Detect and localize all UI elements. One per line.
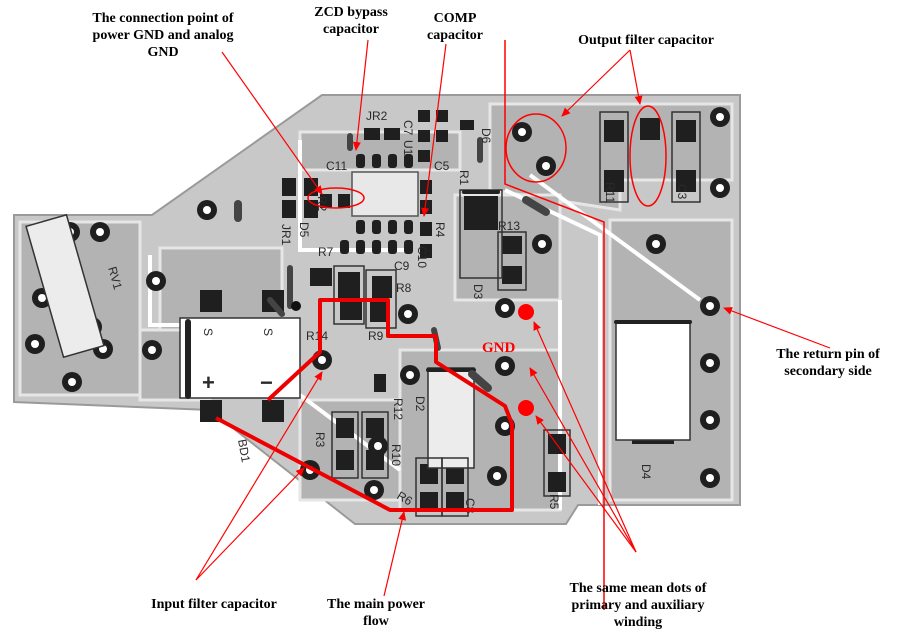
highlight-ellipses	[307, 105, 667, 209]
annotation-connection-point-line-1: The connection point of	[92, 11, 234, 26]
annotation-connection-point-line-3: GND	[147, 45, 179, 60]
silk-d3: D3	[471, 284, 485, 300]
silk-c9: C9	[394, 259, 410, 273]
annotation-zcd-bypass: ZCD bypass capacitor	[296, 4, 406, 38]
component-outlines	[25, 111, 701, 517]
annotation-comp-line-2: capacitor	[427, 28, 483, 43]
annotation-comp-capacitor: COMP capacitor	[410, 10, 500, 44]
silkscreen-labels: JR2 C7 U1 D6 C11 R1 C5 R2 D5 JR1 R4 C10 …	[105, 109, 689, 514]
ic-pins	[340, 154, 413, 254]
silk-d6: D6	[479, 128, 493, 144]
annotation-output-filter-line: Output filter capacitor	[578, 33, 714, 48]
annotation-zcd-line-1: ZCD bypass	[314, 5, 388, 20]
silk-d5: D5	[297, 222, 311, 238]
silk-c5: C5	[434, 159, 450, 173]
silk-plus: +	[202, 370, 215, 395]
annotation-connection-point-line-2: power GND and analog	[92, 28, 234, 43]
annotation-connection-point: The connection point of power GND and an…	[68, 10, 258, 61]
secondary-boundary-line	[504, 40, 605, 610]
silk-r9: R9	[368, 329, 384, 343]
annotation-return-pin: The return pin of secondary side	[758, 346, 898, 380]
annotation-leaders	[195, 39, 831, 597]
silk-r6: R6	[395, 488, 416, 508]
annotation-zcd-line-2: capacitor	[323, 22, 379, 37]
ic-u1-body	[351, 171, 419, 217]
annotation-same-mean-dots-line-1: The same mean dots of	[569, 581, 707, 596]
silk-s-right: S	[261, 328, 275, 336]
silk-c10: C10	[415, 246, 429, 268]
silk-u1: U1	[401, 140, 415, 156]
silk-jr2: JR2	[366, 109, 388, 123]
annotation-return-pin-line-1: The return pin of	[776, 347, 880, 362]
gnd-label: GND	[482, 340, 516, 356]
silk-d2: D2	[413, 396, 427, 412]
silk-r7: R7	[318, 245, 334, 259]
silk-r2: R2	[315, 196, 329, 212]
annotation-main-power-flow: The main power flow	[306, 596, 446, 630]
silk-c11: C11	[326, 159, 347, 173]
dot-marker-upper	[518, 304, 534, 320]
silk-r13: R13	[498, 219, 520, 233]
annotation-same-mean-dots-line-2: primary and auxiliary	[571, 598, 705, 613]
silk-c7: C7	[401, 120, 415, 136]
annotation-main-power-flow-line-2: flow	[363, 614, 389, 629]
silk-r8: R8	[396, 281, 412, 295]
silk-r4: R4	[433, 222, 447, 238]
silk-jr1: JR1	[279, 224, 293, 246]
annotation-return-pin-line-2: secondary side	[784, 364, 872, 379]
silk-bd1: BD1	[235, 438, 253, 464]
annotation-same-mean-dots: The same mean dots of primary and auxili…	[540, 580, 736, 631]
silk-r1: R1	[457, 170, 471, 186]
silk-c3: C3	[675, 184, 689, 200]
silk-r3: R3	[313, 432, 327, 448]
annotation-main-power-flow-line-1: The main power	[327, 597, 425, 612]
silk-r14: R14	[306, 329, 328, 343]
silk-r11: R11	[603, 182, 617, 203]
annotation-comp-line-1: COMP	[433, 11, 477, 26]
dot-marker-lower	[518, 400, 534, 416]
via-dot	[291, 301, 301, 311]
silk-r5: R5	[547, 494, 561, 510]
silk-minus: −	[260, 370, 273, 395]
main-power-flow-loop	[215, 298, 514, 512]
silk-d4: D4	[639, 464, 653, 480]
annotation-input-filter-line: Input filter capacitor	[151, 597, 277, 612]
silk-s-left: S	[201, 328, 215, 336]
annotation-input-filter: Input filter capacitor	[134, 596, 294, 613]
silk-r10: R10	[389, 444, 403, 466]
annotation-output-filter: Output filter capacitor	[556, 32, 736, 49]
silk-r12: R12	[391, 398, 405, 420]
silk-rv1: RV1	[105, 265, 125, 291]
annotation-same-mean-dots-line-3: winding	[613, 615, 663, 630]
